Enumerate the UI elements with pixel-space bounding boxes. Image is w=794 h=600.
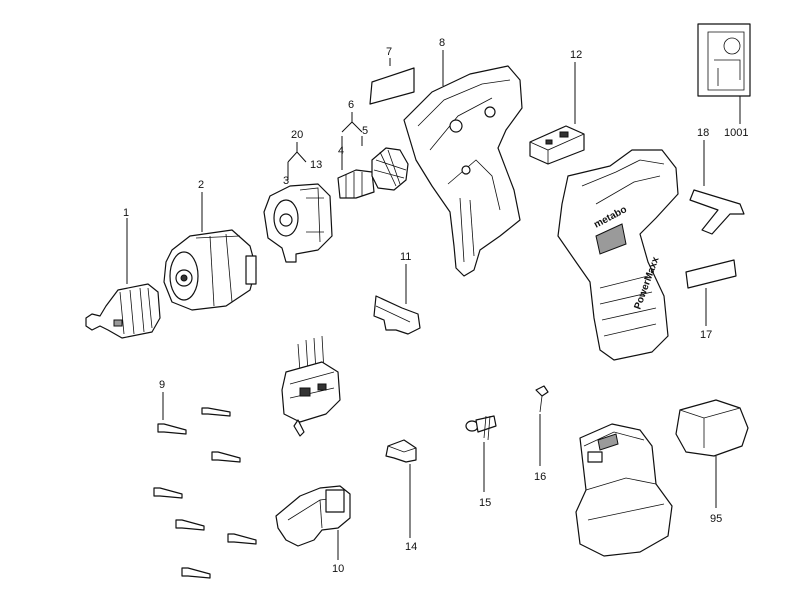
part-housing-half[interactable]	[403, 50, 523, 277]
part-electronics-module[interactable]	[281, 335, 341, 437]
part-number-3: 3	[283, 175, 289, 187]
part-number-7: 7	[386, 46, 392, 58]
part-number-9: 9	[159, 379, 165, 391]
part-contact-bracket[interactable]	[275, 485, 351, 560]
part-sticker[interactable]	[685, 259, 737, 326]
part-number-12: 12	[570, 49, 582, 61]
part-led[interactable]	[465, 415, 497, 492]
part-number-11: 11	[400, 251, 411, 263]
part-number-95: 95	[710, 513, 722, 525]
part-battery-pack[interactable]	[575, 423, 673, 557]
part-switch[interactable]	[529, 62, 585, 165]
part-number-16: 16	[534, 471, 546, 483]
part-number-17: 17	[700, 329, 712, 341]
part-housing-assembled[interactable]: metabo PowerMaxx	[557, 149, 679, 361]
part-number-2: 2	[198, 179, 204, 191]
part-number-14: 14	[405, 541, 417, 553]
part-battery-cap[interactable]	[675, 399, 749, 508]
part-number-4: 4	[338, 145, 344, 157]
part-number-5: 5	[362, 125, 368, 137]
part-number-1: 1	[123, 207, 129, 219]
part-screws[interactable]	[153, 392, 257, 579]
part-number-13: 13	[310, 159, 322, 171]
part-direction-button[interactable]	[373, 264, 421, 335]
part-small-cap[interactable]	[385, 439, 417, 538]
part-number-8: 8	[439, 37, 445, 49]
part-document-card[interactable]	[697, 23, 751, 124]
part-number-6: 6	[348, 99, 354, 111]
part-number-20: 20	[291, 129, 303, 141]
part-number-15: 15	[479, 497, 491, 509]
part-chuck[interactable]	[85, 218, 161, 339]
part-number-1001: 1001	[724, 127, 748, 139]
part-armature[interactable]	[337, 112, 409, 199]
part-label-strip[interactable]	[369, 58, 415, 105]
part-gearbox[interactable]	[163, 192, 257, 311]
part-motor[interactable]	[263, 142, 333, 263]
part-number-18: 18	[697, 127, 709, 139]
part-number-10: 10	[332, 563, 344, 575]
part-belt-clip[interactable]	[689, 140, 745, 235]
part-small-screw[interactable]	[535, 385, 549, 466]
